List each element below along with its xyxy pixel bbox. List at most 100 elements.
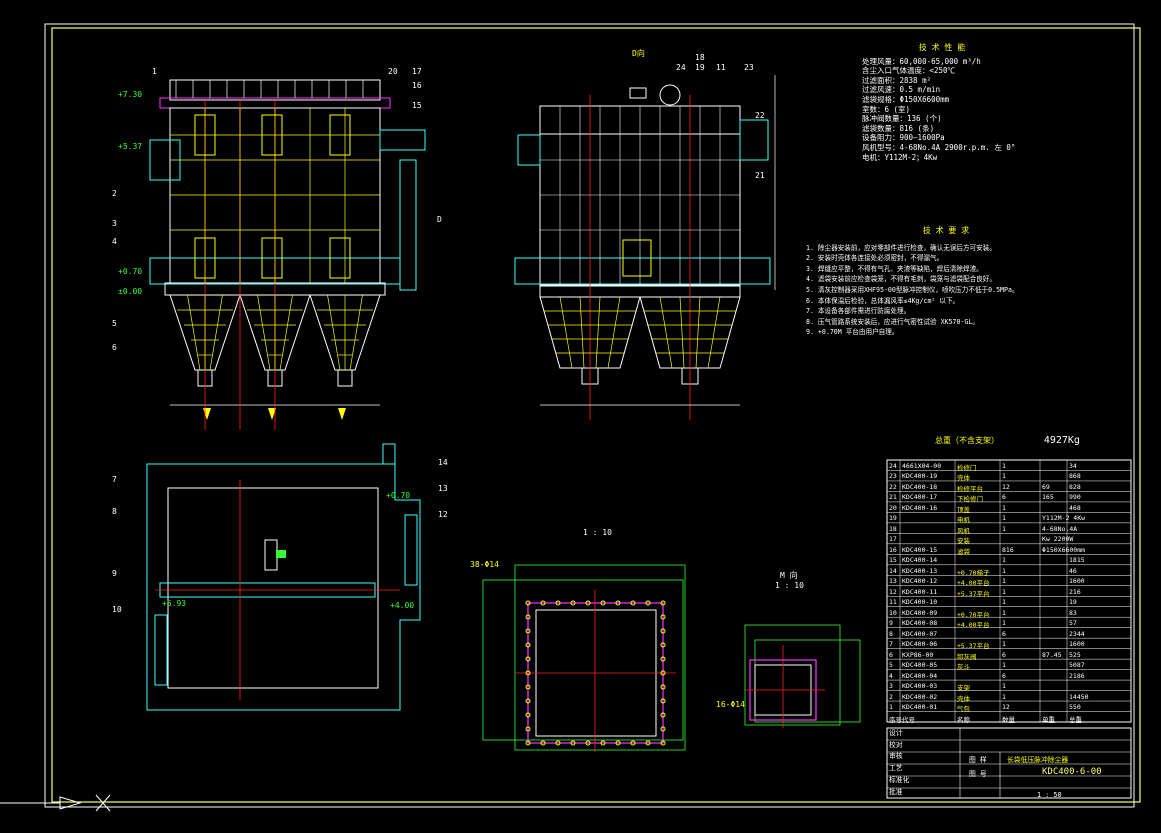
plan-label-14: 14 — [438, 458, 448, 467]
signature-label: 批准 — [889, 787, 929, 799]
table-cell: 2186 — [1069, 672, 1085, 680]
side-label-18: 18 — [695, 53, 705, 62]
table-cell: KDC400-13 — [902, 567, 937, 575]
table-cell: 4661X04-00 — [902, 462, 941, 470]
parts-table-rows: 244661X04-00检修门13423KDC400-19壳体186822KDC… — [887, 460, 1131, 722]
table-cell: 顶盖 — [957, 504, 970, 514]
plan-outline — [147, 464, 420, 710]
table-cell: 下检修门 — [957, 493, 983, 503]
table-cell: KDC400-03 — [902, 682, 937, 690]
table-cell: 13 — [889, 577, 897, 585]
signature-label: 审核 — [889, 751, 929, 763]
front-label-15: 15 — [412, 101, 422, 110]
table-cell: 2 — [889, 693, 893, 701]
table-cell: 12 — [1002, 483, 1010, 491]
table-cell: 1 — [1002, 556, 1006, 564]
side-label-21: 21 — [755, 171, 765, 180]
plan-pipe — [265, 540, 277, 570]
tech-req-title: 技 术 要 求 — [886, 226, 1006, 237]
level-537: +5.37 — [118, 142, 142, 151]
table-cell: 21 — [889, 493, 897, 501]
table-cell: 12 — [889, 588, 897, 596]
detail-large-callout: 38-Φ14 — [470, 560, 499, 569]
total-weight-row: 总重（不含支架） 4927Kg — [935, 435, 1135, 446]
table-cell: 卸灰阀 — [957, 651, 977, 661]
table-cell: 灰斗 — [957, 661, 970, 671]
table-cell: KDC400-19 — [902, 472, 937, 480]
tech-param-line: 设备阻力：900—1600Pa — [862, 133, 1152, 143]
table-cell: 22 — [889, 483, 897, 491]
front-label-3: 3 — [112, 219, 117, 228]
table-cell: Kw 2200W — [1042, 535, 1073, 543]
total-weight-value: 4927Kg — [1044, 435, 1080, 446]
tech-req-line: 9. +0.70M 平台由用户自理。 — [806, 327, 1126, 338]
table-cell: 风机 — [957, 525, 970, 535]
tech-param-line: 脉冲阀数量：136 (个) — [862, 114, 1152, 124]
front-label-6: 6 — [112, 343, 117, 352]
tech-req-block: 技 术 要 求 1. 除尘器安装前，应对零部件进行检查，确认无误后方可安装。2.… — [806, 226, 1126, 338]
table-cell: Φ150X6600mm — [1042, 546, 1085, 554]
front-label-17: 17 — [412, 67, 422, 76]
side-label-24: 24 — [676, 63, 686, 72]
table-cell: 19 — [889, 514, 897, 522]
table-cell: 1 — [1002, 693, 1006, 701]
table-cell: 1 — [1002, 472, 1006, 480]
table-cell: 1 — [1002, 567, 1006, 575]
table-cell: 468 — [1069, 504, 1081, 512]
table-cell: 1 — [1002, 504, 1006, 512]
front-view — [150, 80, 425, 430]
table-cell: 4-68No.4A — [1042, 525, 1077, 533]
table-cell: 气包 — [957, 703, 970, 713]
table-cell: 17 — [889, 535, 897, 543]
table-cell: 216 — [1069, 588, 1081, 596]
tech-req-line: 7. 本设备各部件需进行防腐处理。 — [806, 306, 1126, 317]
side-label-23: 23 — [744, 63, 754, 72]
table-cell: 18 — [889, 525, 897, 533]
tech-params-lines: 处理风量：60,000-65,000 m³/h含尘入口气体温度：<250℃过滤面… — [862, 57, 1152, 163]
level-000: ±0.00 — [118, 287, 142, 296]
tech-param-line: 风机型号：4-68No.4A 2900r.p.m. 左 0° — [862, 143, 1152, 153]
table-cell: 57 — [1069, 619, 1077, 627]
table-cell: 8 — [889, 630, 893, 638]
table-cell: KDC400-18 — [902, 483, 937, 491]
table-cell: 1 — [1002, 514, 1006, 522]
plan-level-400: +4.00 — [390, 601, 414, 610]
table-cell: 1 — [1002, 577, 1006, 585]
table-cell: 支架 — [957, 682, 970, 692]
tech-param-line: 室数：6 (室) — [862, 105, 1152, 115]
plan-label-9: 9 — [112, 569, 117, 578]
tech-req-lines: 1. 除尘器安装前，应对零部件进行检查，确认无误后方可安装。2. 安装时壳体各连… — [806, 243, 1126, 338]
table-cell: KDC400-09 — [902, 609, 937, 617]
drawing-number: KDC400-6-00 — [1042, 767, 1102, 777]
table-cell: 滤袋 — [957, 546, 970, 556]
signature-label: 标准化 — [889, 775, 929, 787]
detail-small-title: M 向 — [780, 570, 798, 580]
table-cell: KDC400-10 — [902, 598, 937, 606]
table-cell: 6 — [1002, 493, 1006, 501]
table-cell: 19 — [1069, 598, 1077, 606]
table-cell: 1 — [1002, 609, 1006, 617]
front-ladder — [400, 160, 416, 290]
table-cell: 1 — [1002, 619, 1006, 627]
table-cell: 1 — [1002, 682, 1006, 690]
detail-small — [745, 625, 860, 728]
tech-param-line: 滤袋数量：816 (条) — [862, 124, 1152, 134]
table-header-cell: 名称 — [957, 714, 970, 724]
plan-label-12: 12 — [438, 510, 448, 519]
table-cell: KDC400-06 — [902, 640, 937, 648]
table-cell: 3 — [889, 682, 893, 690]
table-cell: +5.37平台 — [957, 640, 990, 650]
side-view — [515, 75, 775, 420]
table-cell: KDC400-16 — [902, 504, 937, 512]
table-cell: 壳体 — [957, 693, 970, 703]
table-cell: KDC400-08 — [902, 619, 937, 627]
product-name: 长袋低压脉冲除尘器 — [1007, 754, 1068, 764]
level-070: +0.70 — [118, 267, 142, 276]
table-header-cell: 总重 — [1069, 714, 1082, 724]
table-cell: 5087 — [1069, 661, 1085, 669]
tech-req-line: 1. 除尘器安装前，应对零部件进行检查，确认无误后方可安装。 — [806, 243, 1126, 254]
table-cell: 525 — [1069, 651, 1081, 659]
tech-req-line: 6. 本体保温后检验，总体漏风率≤4Kg/cm² 以下。 — [806, 296, 1126, 307]
table-cell: 安装 — [957, 535, 970, 545]
table-cell: 69 — [1042, 483, 1050, 491]
